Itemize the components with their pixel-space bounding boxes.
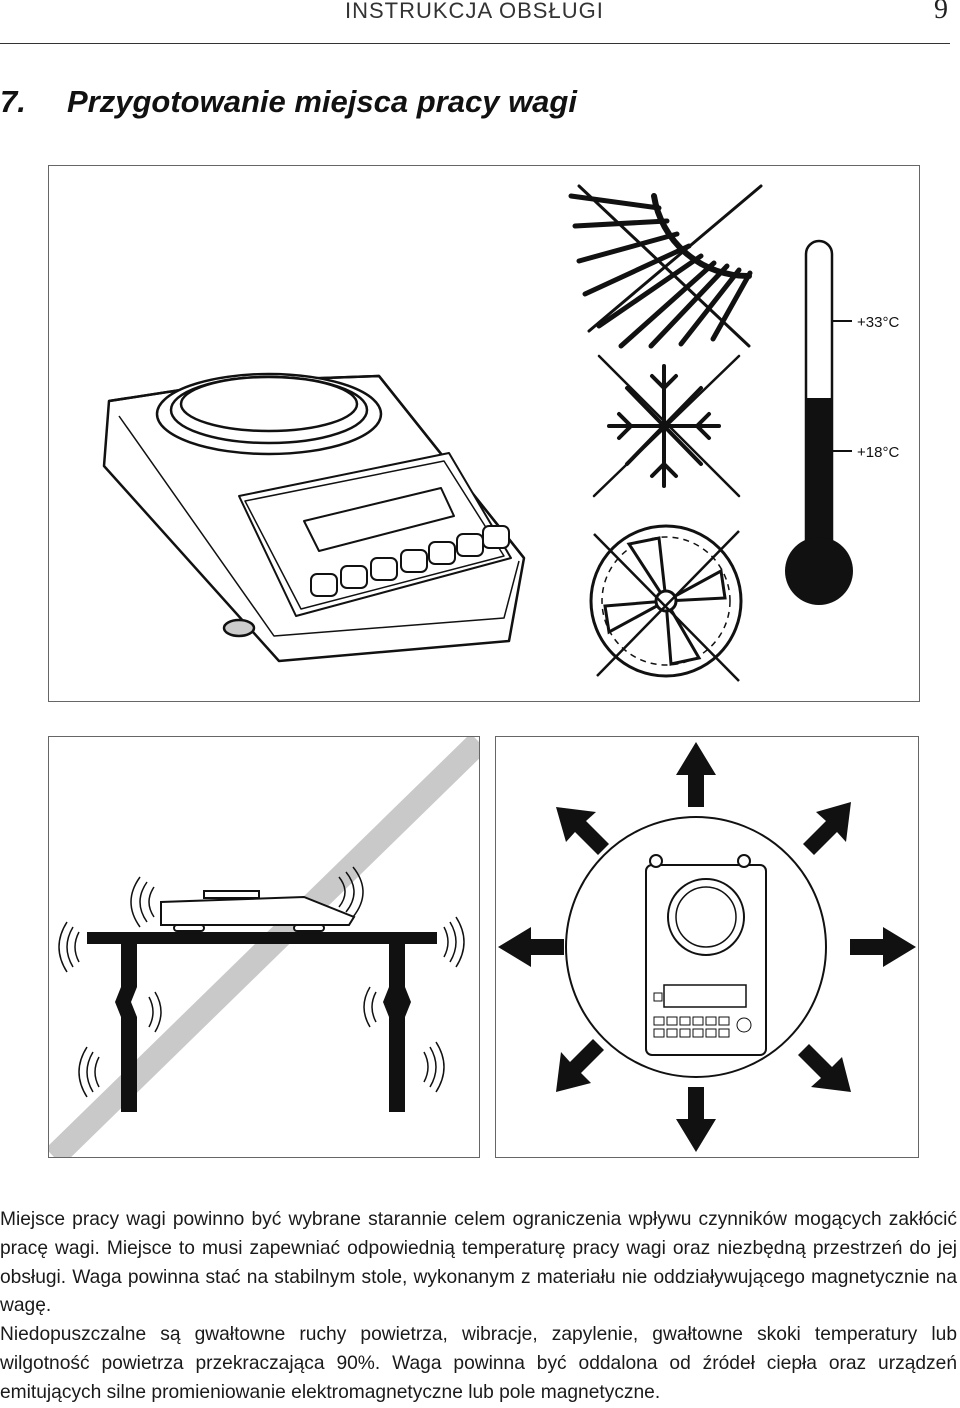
page-number: 9 — [934, 0, 948, 25]
scale-top-view — [645, 854, 767, 1056]
figure-vibration-table — [48, 736, 480, 1158]
balance-scale-illustration — [102, 372, 526, 663]
figure-environment: +33°C +18°C — [48, 165, 920, 702]
paragraph: Miejsce pracy wagi powinno być wybrane s… — [0, 1209, 957, 1317]
header-title: INSTRUKCJA OBSŁUGI — [345, 0, 604, 23]
section-title: Przygotowanie miejsca pracy wagi — [67, 84, 577, 119]
fan-icon — [589, 524, 743, 682]
table-illustration — [87, 932, 437, 1112]
temp-high-label: +33°C — [857, 314, 899, 331]
header-divider — [0, 43, 950, 44]
snowflake-icon — [592, 354, 741, 498]
body-text: Miejsce pracy wagi powinno być wybrane s… — [0, 1206, 957, 1408]
figure-workspace — [495, 736, 919, 1158]
clearance-arrows — [498, 742, 916, 1152]
sun-icon — [568, 184, 763, 349]
section-number: 7. — [0, 84, 26, 119]
paragraph: Niedopuszczalne są gwałtowne ruchy powie… — [0, 1324, 957, 1403]
thermometer-icon — [785, 239, 853, 605]
small-scale-on-table — [160, 890, 356, 932]
temp-low-label: +18°C — [857, 444, 899, 461]
vibration-waves — [58, 866, 465, 1098]
